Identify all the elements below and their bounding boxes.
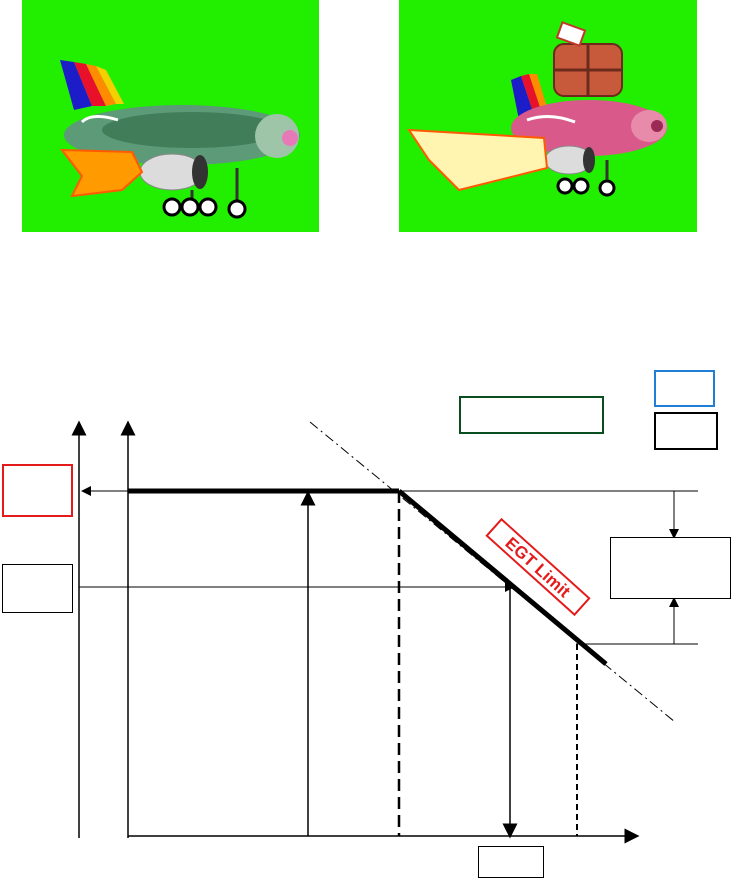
title-box-green <box>459 396 604 434</box>
temperature-label-box <box>478 846 544 878</box>
airplane-illustration <box>59 60 300 219</box>
legend-box-black <box>654 412 718 450</box>
loaded-airplane-illustration <box>407 21 667 197</box>
thrust-max-label-box <box>2 464 73 517</box>
thrust-reduced-label-box <box>2 564 73 613</box>
egt-limit-line <box>397 489 608 666</box>
left-illustration-panel <box>22 0 319 232</box>
delta-thrust-label-box <box>610 537 731 599</box>
right-illustration-panel <box>399 0 697 232</box>
legend-box-blue <box>654 370 715 407</box>
